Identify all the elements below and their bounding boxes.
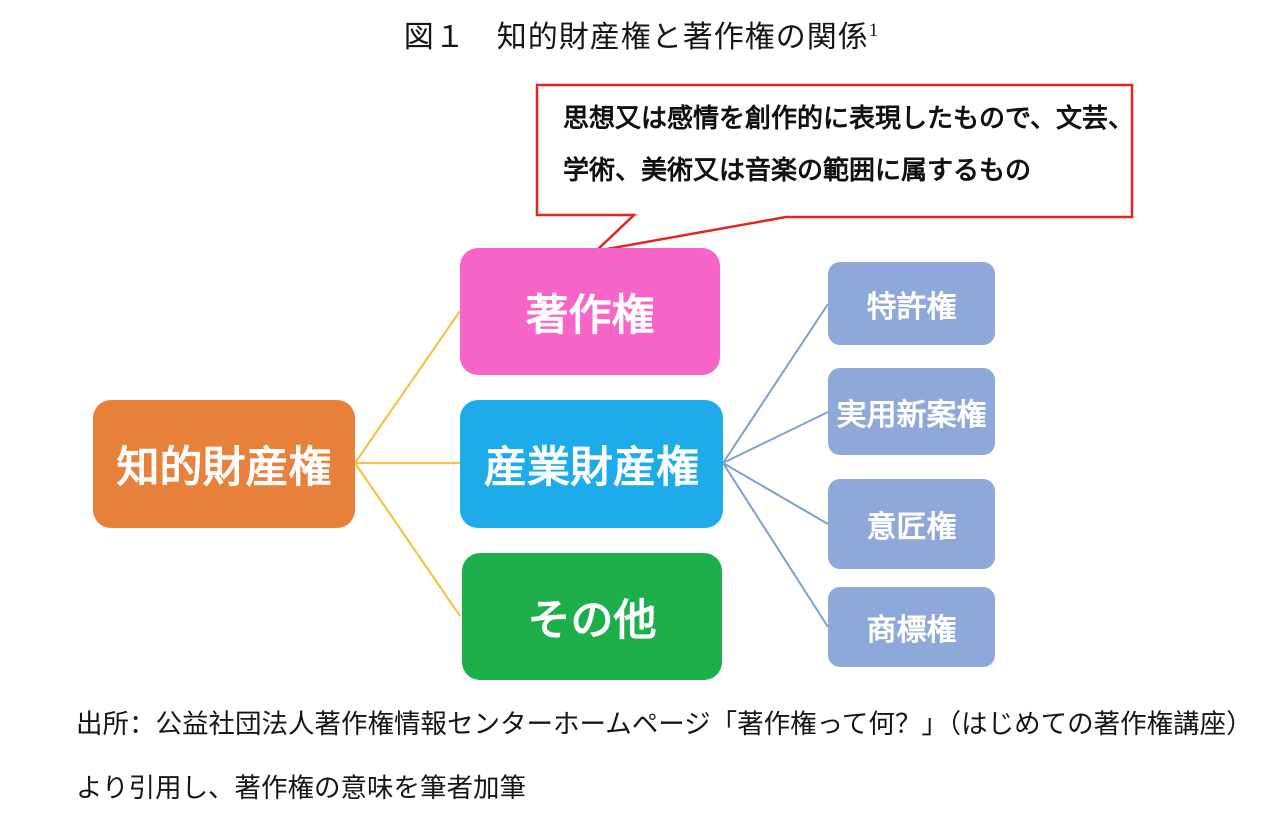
node-copyright-label: 著作権 xyxy=(525,291,655,340)
node-intellectual-property-rights-label: 知的財産権 xyxy=(116,444,332,492)
connector-industrial-to-design xyxy=(722,462,829,525)
connector-root-to-copyright xyxy=(354,310,461,464)
callout-line-2: 学術、美術又は音楽の範囲に属するもの xyxy=(563,155,1032,185)
node-utility-model-right-label: 実用新案権 xyxy=(836,398,987,432)
connector-root-to-other xyxy=(354,462,461,617)
node-other: その他 xyxy=(462,553,722,680)
callout-text: 思想又は感情を創作的に表現したもので、文芸、 学術、美術又は音楽の範囲に属するも… xyxy=(563,92,1134,196)
node-other-label: その他 xyxy=(527,596,657,645)
connector-industrial-to-trademark xyxy=(722,462,829,628)
node-industrial-property-label: 産業財産権 xyxy=(484,444,699,492)
source-caption-line-2: より引用し、著作権の意味を筆者加筆 xyxy=(76,773,526,803)
node-patent-right: 特許権 xyxy=(828,262,995,345)
node-trademark-right-label: 商標権 xyxy=(866,614,957,647)
source-caption: 出所：公益社団法人著作権情報センターホームページ「著作権って何？」（はじめての著… xyxy=(76,692,1253,820)
connector-industrial-to-utility-model xyxy=(722,411,829,464)
node-copyright: 著作権 xyxy=(460,248,720,375)
callout-line-1: 思想又は感情を創作的に表現したもので、文芸、 xyxy=(563,103,1134,133)
node-utility-model-right: 実用新案権 xyxy=(828,368,995,455)
node-intellectual-property-rights: 知的財産権 xyxy=(93,400,355,528)
node-industrial-property: 産業財産権 xyxy=(460,400,723,528)
node-patent-right-label: 特許権 xyxy=(866,290,957,324)
connector-industrial-to-patent xyxy=(722,303,829,464)
figure-title: 図１ 知的財産権と著作権の関係1 xyxy=(0,12,1283,56)
node-trademark-right: 商標権 xyxy=(828,587,995,667)
node-design-right-label: 意匠権 xyxy=(866,511,957,544)
figure-title-footnote-marker: 1 xyxy=(868,20,880,41)
node-design-right: 意匠権 xyxy=(828,479,995,569)
source-caption-line-1: 出所：公益社団法人著作権情報センターホームページ「著作権って何？」（はじめての著… xyxy=(76,709,1253,739)
figure-title-text: 図１ 知的財産権と著作権の関係 xyxy=(403,21,869,54)
